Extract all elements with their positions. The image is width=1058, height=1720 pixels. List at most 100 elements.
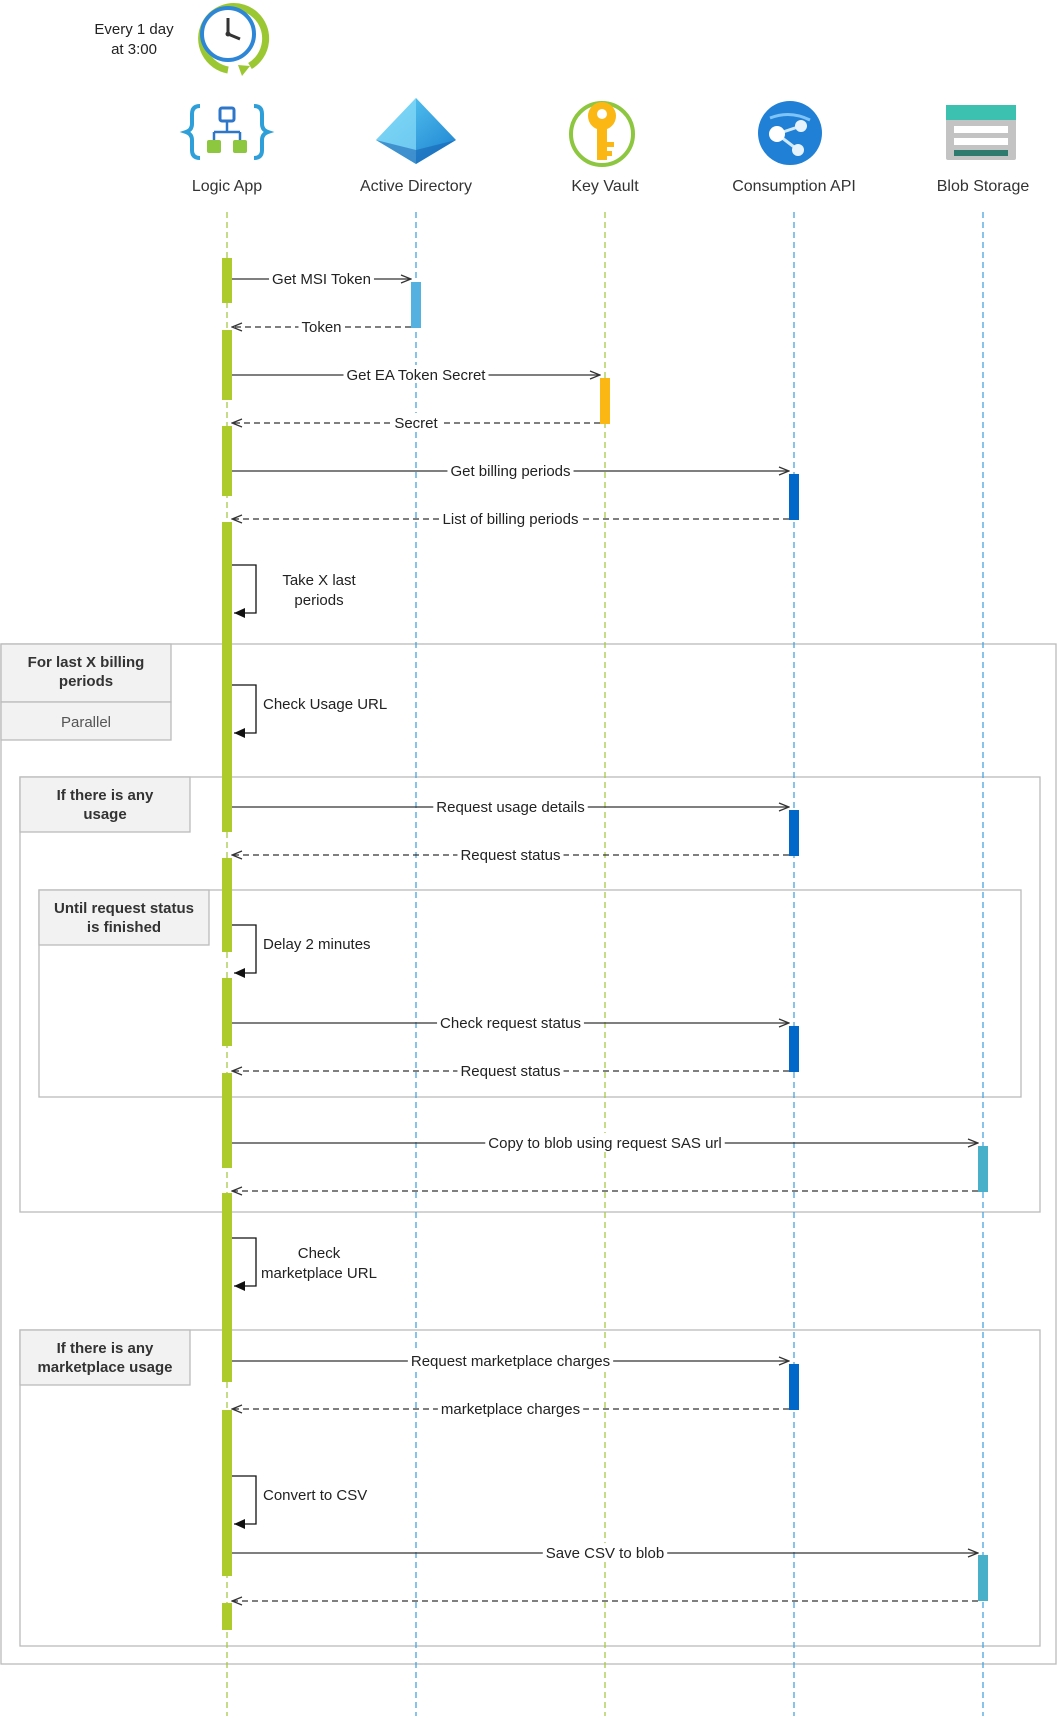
activation-bar-kv [600,378,610,424]
self-message-label: Convert to CSV [263,1487,367,1504]
consumption-api-icon [758,101,822,165]
logic-app-icon [179,104,275,160]
frame-title-line: periods [59,673,113,690]
message-label: Request status [460,1063,560,1080]
message-label: Token [301,319,341,336]
activation-bar-logic [222,858,232,952]
message-label: Request usage details [436,799,584,816]
message-get-billing-periods: Get billing periods [232,461,789,480]
frame-title-line: If there is any [57,787,154,804]
clock-icon [198,3,270,76]
activation-bar-blob [978,1555,988,1601]
activation-bar-ad [411,282,421,328]
message-label-bg [457,1061,564,1079]
activation-bar-logic [222,258,232,303]
message-label: Get billing periods [450,463,570,480]
message-label-bg [457,845,564,863]
self-message-label: Check [298,1245,341,1262]
message-label: Copy to blob using request SAS url [488,1135,721,1152]
message-request-marketplace-charges: Request marketplace charges [232,1351,789,1370]
message-get-msi-token: Get MSI Token [232,269,411,288]
self-message-arrow [232,1237,257,1291]
message-label: Check request status [440,1015,581,1032]
activation-bar-api [789,474,799,520]
self-message-label: Take X last [282,572,356,589]
message-convert-to-csv: Convert to CSV [232,1475,367,1529]
activations-layer [222,258,988,1630]
message-request-status: Request status [232,1061,789,1080]
message-label-bg [447,461,574,479]
frame-title-line: Until request status [54,900,194,917]
frame-subtitle: Parallel [61,714,111,731]
message-label-bg [439,509,582,527]
self-message-arrow [232,924,257,978]
message-secret: Secret [232,413,600,432]
frame-if-usage: If there is any usage [19,776,1041,1213]
actor-label-blob: Blob Storage [937,178,1030,195]
frame-title-line: If there is any [57,1340,154,1357]
message-label-bg [485,1133,725,1151]
frame-header [19,1329,191,1386]
active-directory-icon [376,98,456,164]
schedule-trigger: Every 1 day at 3:00 [94,3,270,76]
message-label: Get MSI Token [272,271,371,288]
self-message-label: periods [294,592,343,609]
message-delay-2-minutes: Delay 2 minutes [232,924,371,978]
self-message-label: Delay 2 minutes [263,936,371,953]
message-label: Request marketplace charges [411,1353,610,1370]
self-message-arrow [232,684,257,738]
activation-bar-logic [222,978,232,1046]
message-label-bg [437,1013,584,1031]
schedule-line2: at 3:00 [111,41,157,58]
frame-border [19,1329,1041,1647]
message-copy-to-blob-using-request-sas-url: Copy to blob using request SAS url [232,1133,978,1152]
message-save-csv-to-blob: Save CSV to blob [232,1543,978,1562]
activation-bar-logic [222,1193,232,1382]
message-label-bg [343,365,489,383]
message-marketplace-charges: marketplace charges [232,1399,789,1418]
message-request-status: Request status [232,845,789,864]
message-label-bg [542,1543,668,1561]
actor-labels: Logic App Active Directory Key Vault Consum… [192,178,1029,195]
actor-label-kv: Key Vault [571,178,639,195]
message-label-bg [298,317,345,335]
message-check-usage-url: Check Usage URL [232,684,387,738]
activation-bar-api [789,1364,799,1410]
activation-bar-api [789,1026,799,1072]
activation-bar-logic [222,426,232,496]
activation-bar-blob [978,1146,988,1192]
activation-bar-api [789,810,799,856]
self-message-label: Check Usage URL [263,696,387,713]
frame-border [38,889,1022,1098]
schedule-line1: Every 1 day [94,21,174,38]
activation-bar-logic [222,522,232,832]
message-check-request-status: Check request status [232,1013,789,1032]
message-label: List of billing periods [443,511,579,528]
message-token: Token [232,317,411,336]
actor-label-api: Consumption API [732,178,856,195]
frame-title-line: usage [83,806,126,823]
frame-header [19,776,191,833]
frame-border [19,776,1041,1213]
activation-bar-logic [222,1073,232,1168]
message-request-usage-details: Request usage details [232,797,789,816]
frame-title-line: For last X billing [28,654,145,671]
message-check-marketplace-url: Check marketplace URL [232,1237,377,1291]
activation-bar-logic [222,330,232,400]
actor-label-logic: Logic App [192,178,262,195]
message-label-bg [391,413,441,431]
frame-title-line: is finished [87,919,161,936]
message-list-of-billing-periods: List of billing periods [232,509,789,528]
message-label: marketplace charges [441,1401,580,1418]
self-message-label: marketplace URL [261,1265,377,1282]
frame-until-finished: Until request status is finished [38,889,1022,1098]
actor-label-ad: Active Directory [360,178,472,195]
message-label: Secret [394,415,438,432]
frame-subheader [0,701,172,741]
message-get-ea-token-secret: Get EA Token Secret [232,365,600,384]
